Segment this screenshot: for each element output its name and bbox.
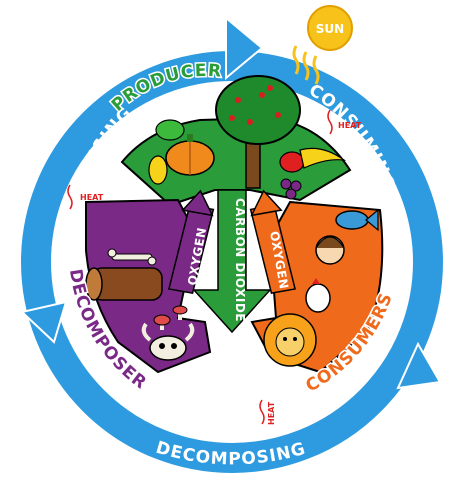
svg-text:HEAT: HEAT (267, 401, 276, 425)
carbon-dioxide-arrow: CARBON DIOXIDE (192, 189, 272, 334)
rooster-icon (305, 278, 331, 313)
heat-producers: HEAT (327, 109, 362, 135)
svg-text:HEAT: HEAT (80, 193, 104, 202)
skull-icon (141, 322, 195, 361)
decomposers-sector (85, 198, 212, 374)
oxygen-arrow-left: OXYGEN (167, 189, 215, 294)
cycle-arrowhead-right (396, 341, 442, 390)
cycle-arrowhead-top (225, 15, 264, 81)
sun-icon: SUN (292, 5, 353, 85)
producers-sector (120, 75, 352, 207)
vegetables-icon (148, 119, 347, 200)
cycle-arrowhead-left (19, 300, 68, 344)
bone-icon (107, 248, 157, 266)
cycle-ring (19, 15, 443, 473)
label-carbon-dioxide: CARBON DIOXIDE (233, 198, 247, 322)
log-icon (85, 267, 163, 301)
tree-icon (215, 75, 301, 189)
mushroom-icon (153, 305, 188, 330)
heat-consumers: HEAT (259, 399, 276, 425)
lion-icon (263, 313, 317, 367)
pumpkin-icon (165, 134, 215, 176)
heat-decomposers: HEAT (67, 184, 104, 210)
fish-icon (335, 208, 379, 232)
girl-icon (315, 235, 345, 265)
sun-label: SUN (316, 22, 344, 36)
svg-text:HEAT: HEAT (338, 121, 362, 130)
